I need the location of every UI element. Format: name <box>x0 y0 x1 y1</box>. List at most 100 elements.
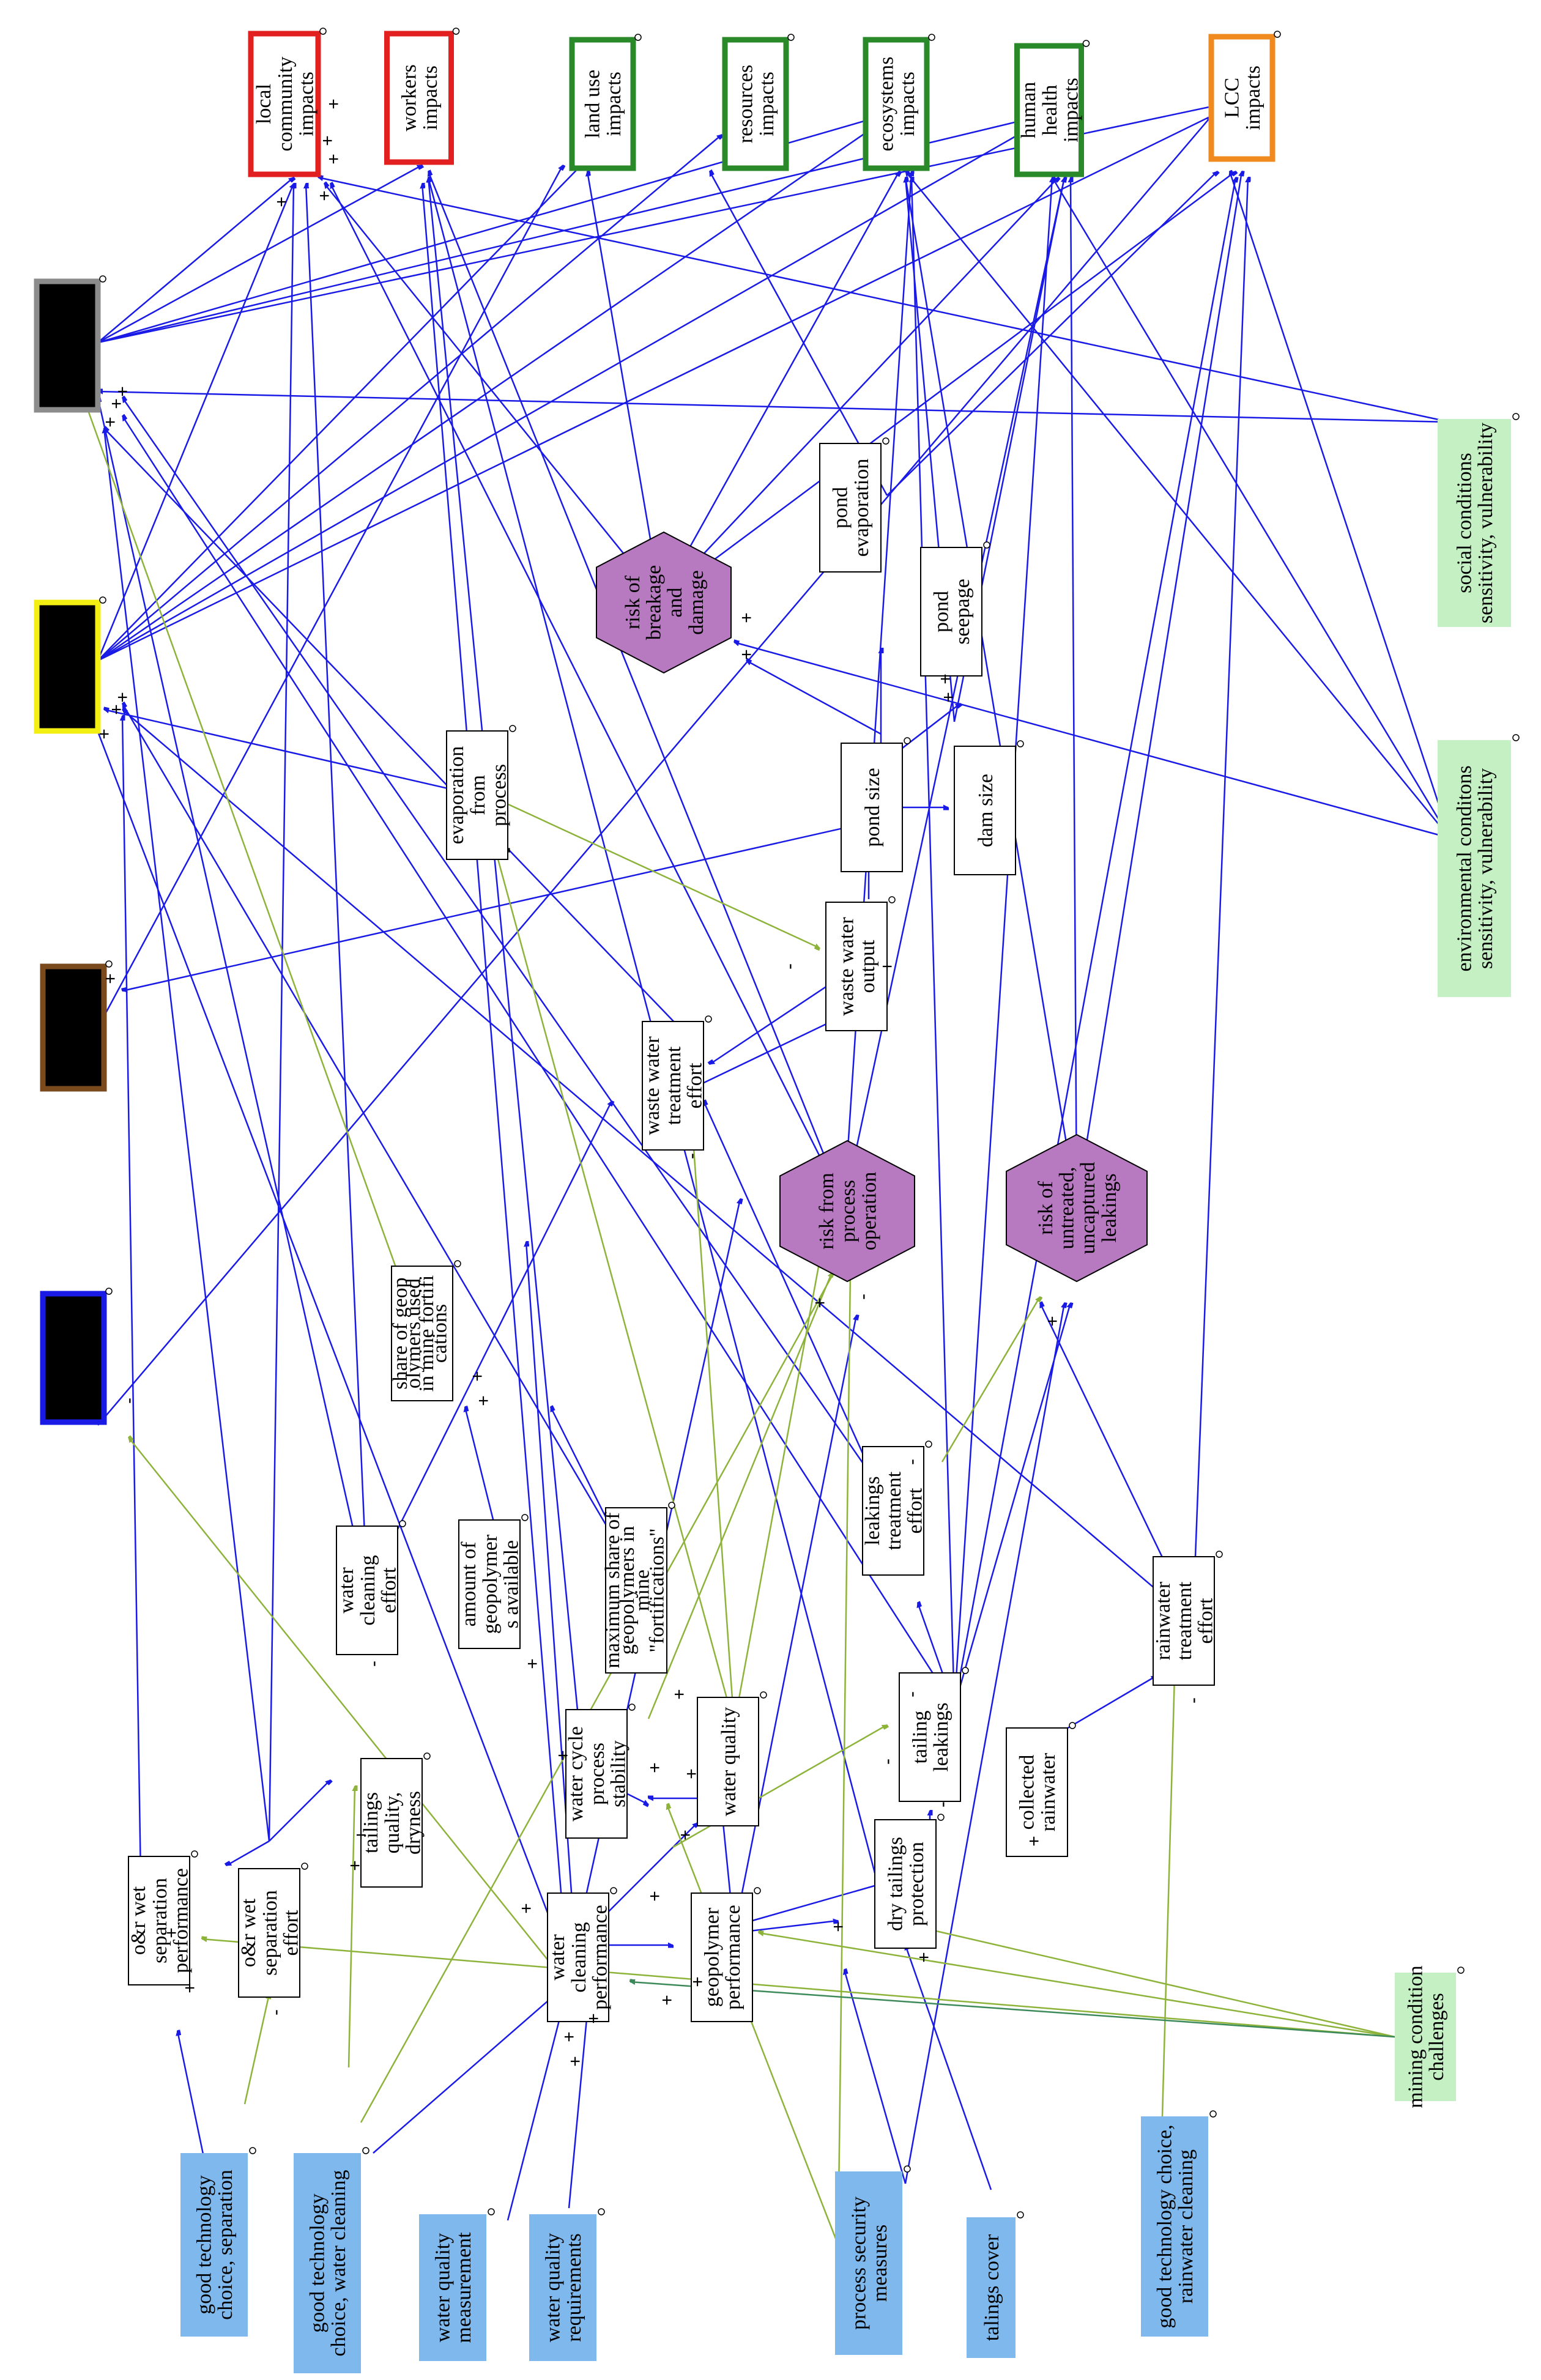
node-or-wet-effort: o&r wetseparationeffort <box>237 1863 308 1998</box>
node-water-cleaning-performance: watercleaningperformance <box>546 1887 617 2022</box>
node-label: land useinput <box>53 993 97 1062</box>
link <box>904 1303 1064 2184</box>
node-label: o&r wetseparationperformance <box>127 1868 192 1973</box>
node-talings-cover: talings cover <box>967 2211 1024 2358</box>
polarity-plus: + <box>324 154 344 165</box>
node-label-line: in mine fortifi <box>415 1275 438 1392</box>
node-good-tech-separation: good technologychoice, separation <box>180 2147 256 2337</box>
node-label-line: rainwater <box>1037 1752 1060 1831</box>
node-handle <box>99 596 106 604</box>
polarity-plus: + <box>584 2013 604 2024</box>
link <box>122 710 1194 1622</box>
node-box <box>565 1709 628 1839</box>
node-handle <box>882 437 889 445</box>
node-label-line: ecosystems <box>875 57 898 152</box>
node-label: risk ofuntreated,uncapturedleakings <box>1034 1162 1121 1254</box>
link <box>672 1725 887 1848</box>
node-label-line: pond <box>830 487 852 528</box>
node-label-line: challenges <box>1425 1993 1448 2081</box>
node-mining-condition: mining conditionchallenges <box>1395 1965 1465 2108</box>
node-label-line: treatment <box>1173 1581 1196 1660</box>
node-energy-input: energy input <box>34 596 106 734</box>
link <box>733 1315 856 1933</box>
polarity-plus: + <box>106 704 127 715</box>
node-handle <box>99 275 106 283</box>
link <box>1192 177 1248 1622</box>
link <box>647 1272 832 1719</box>
link <box>507 2006 563 2221</box>
link <box>905 1945 992 2190</box>
node-dam-size: dam size <box>954 740 1024 875</box>
node-handle <box>1457 1967 1465 1974</box>
node-label-line: resources <box>735 65 757 143</box>
link <box>630 1982 1395 2038</box>
node-label-line: from <box>467 775 489 815</box>
node-label-line: water <box>335 1567 358 1614</box>
node-box <box>841 743 903 872</box>
node-handle <box>1017 740 1024 747</box>
node-box <box>446 730 508 860</box>
link <box>526 1242 576 1946</box>
node-label-line: breakage <box>643 565 666 640</box>
node-label-line: land use <box>53 993 75 1062</box>
node-box <box>1438 740 1511 997</box>
node-label-line: o&r wet <box>127 1886 150 1955</box>
node-label-line: measures <box>869 2225 891 2302</box>
link <box>752 1884 881 1922</box>
link <box>659 171 899 600</box>
polarity-plus: + <box>681 1768 702 1779</box>
node-box <box>874 1819 937 1949</box>
node-label: talings cover <box>981 2234 1003 2341</box>
node-label: rainwatertreatmenteffort <box>1152 1581 1217 1660</box>
node-label: tailingsquality,dryness <box>360 1791 425 1855</box>
node-label-line: process <box>586 1743 609 1805</box>
node-label-line: performance <box>170 1868 193 1973</box>
node-label-line: treatment <box>663 1046 685 1125</box>
link <box>329 184 845 1206</box>
polarity-plus: + <box>100 417 121 428</box>
node-resources-impacts: resourcesimpacts <box>722 34 795 171</box>
node-label: pond size <box>861 768 884 847</box>
node-label-line: impacts <box>603 72 625 136</box>
node-label-line: dryness <box>403 1791 425 1855</box>
link <box>660 177 1058 600</box>
node-label-line: land use <box>582 70 604 138</box>
node-label-line: operation <box>858 1172 881 1250</box>
link <box>759 1933 1395 2038</box>
node-good-tech-rainwater: good technology choice,rainwater cleanin… <box>1141 2110 1217 2337</box>
link <box>98 391 1450 423</box>
link <box>97 122 881 662</box>
node-label-line: "fortifications" <box>646 1528 669 1652</box>
node-handle <box>399 1520 406 1527</box>
node-water-quality: water quality <box>697 1691 767 1826</box>
node-box <box>458 1519 521 1649</box>
link <box>86 404 399 1273</box>
polarity-plus: + <box>106 398 127 409</box>
polarity-plus: + <box>657 1995 677 2006</box>
polarity-plus: + <box>180 1982 200 1993</box>
node-label-line: local <box>253 84 275 124</box>
polarity-minus: - <box>1183 1697 1203 1703</box>
node-label-line: choice, separation <box>214 2170 237 2319</box>
link-layer <box>86 104 1451 2245</box>
node-label-line: quality, <box>381 1792 404 1854</box>
link <box>501 800 820 948</box>
node-label-line: effort <box>378 1567 401 1613</box>
link <box>912 177 956 1707</box>
link <box>734 642 1450 839</box>
polarity-plus: + <box>516 1903 537 1914</box>
polarity-plus: + <box>113 692 133 703</box>
polarity-plus: + <box>162 1927 182 1938</box>
node-box <box>1395 1973 1456 2101</box>
link <box>128 1437 551 1964</box>
node-dry-tailings-protection: dry tailingsprotection <box>874 1814 945 1949</box>
polarity-plus: + <box>914 1952 934 1963</box>
node-handle <box>904 2165 911 2173</box>
node-box <box>1208 34 1276 162</box>
node-label-line: protection <box>905 1842 928 1926</box>
link <box>373 1988 563 2154</box>
link <box>733 1260 820 1726</box>
link <box>422 184 564 1915</box>
node-label: tailingleakings <box>909 1702 953 1771</box>
